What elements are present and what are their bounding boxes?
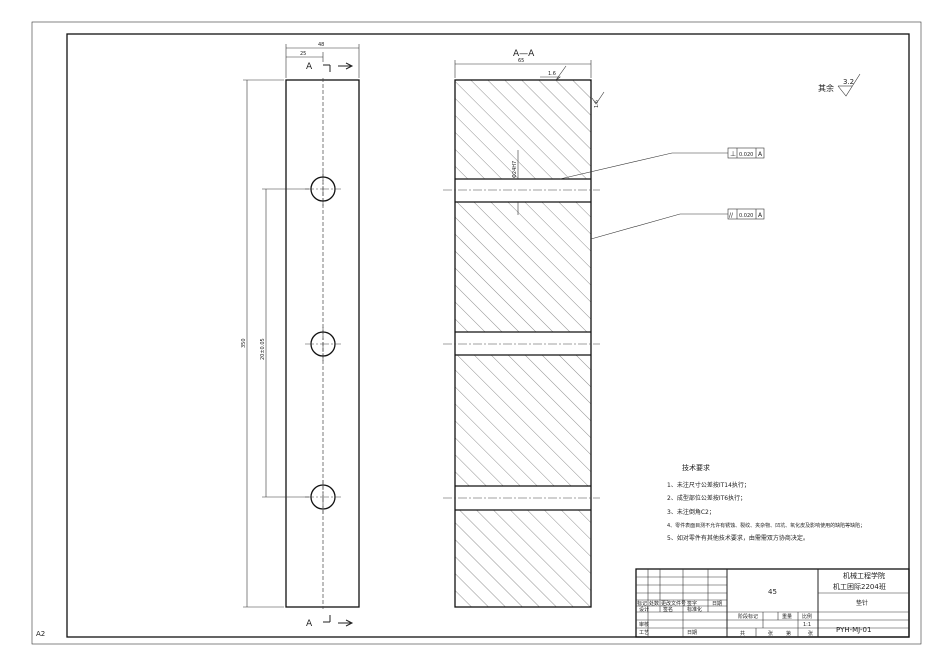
svg-text://: // [729, 212, 734, 219]
inner-frame [66, 33, 910, 638]
technical-requirements: 技术要求 1、未注尺寸公差按IT14执行； 2、成型部位公差按IT6执行； 3、… [667, 463, 865, 542]
side-roughness-symbol: 1.6 [591, 91, 605, 108]
svg-text:A: A [758, 212, 763, 219]
section-title: A—A [513, 49, 535, 59]
hatched-region-1 [455, 80, 591, 179]
tech-req-item: 5、如对零件有其他技术要求，由需需双方协商决定。 [667, 534, 809, 542]
general-roughness-note: 其余 3.2 [818, 73, 861, 97]
scale-value: 1:1 [803, 622, 811, 628]
approve-label: 日期 [687, 630, 697, 636]
svg-text:⊥: ⊥ [730, 150, 736, 158]
svg-text:65: 65 [518, 58, 524, 64]
svg-text:A: A [758, 151, 763, 158]
svg-text:0.020: 0.020 [739, 152, 753, 158]
reviewer-label: 审核 [639, 621, 649, 628]
stage-label: 阶段标记 [738, 613, 758, 620]
sheet-unit-label-2: 张 [808, 630, 813, 637]
front-view: 48 25 A A 350 [241, 42, 360, 629]
tech-req-item: 3、未注倒角C2； [667, 508, 715, 516]
section-view: A—A 65 1.6 1.6 [443, 49, 765, 608]
process-label: 工艺 [639, 630, 649, 636]
height-dimension: 350 [241, 79, 284, 608]
design-label: 设计 [639, 606, 649, 613]
col-header: 更改文件号 [661, 600, 686, 607]
standard-label: 标准化 [687, 606, 702, 613]
school-name: 机械工程学院 [843, 571, 885, 580]
weight-label: 重量 [782, 613, 792, 620]
scale-label: 比例 [802, 613, 812, 620]
svg-text:A: A [306, 619, 313, 629]
tech-req-item: 4、零件表面目测不允许有锈蚀、裂纹、夹杂物、凹坑、氧化皮及影响使用的缺陷等缺陷； [667, 522, 865, 529]
sheet-size-label: A2 [36, 630, 45, 638]
svg-text:其余: 其余 [818, 83, 834, 93]
offset-dimension: 25 [286, 51, 324, 62]
svg-text:Φ24H7: Φ24H7 [512, 161, 518, 178]
tech-req-title: 技术要求 [682, 463, 710, 472]
hole-2 [305, 327, 341, 361]
front-view-outline [285, 79, 360, 608]
hole-3 [305, 480, 341, 514]
section-width-dimension: 65 [454, 58, 592, 78]
hatched-region-4 [455, 510, 591, 607]
svg-text:3.2: 3.2 [843, 78, 854, 86]
hole-dimension: Φ24H7 [512, 150, 519, 215]
section-mark-bottom: A [306, 615, 354, 629]
sheet-no-label: 第 [786, 630, 791, 637]
col-header: 签字 [687, 600, 697, 607]
col-header: 标记 [637, 600, 647, 607]
outer-frame [31, 21, 922, 645]
svg-text:48: 48 [318, 42, 324, 48]
parallelism-frame: // 0.020 A [727, 208, 765, 220]
width-dimension: 48 [285, 42, 360, 78]
perpendicularity-frame: ⊥ 0.020 A [727, 147, 765, 159]
section-outline [454, 79, 592, 608]
svg-text:350: 350 [241, 338, 247, 348]
hole-pitch-dimension: 20±0.05 [260, 188, 309, 498]
svg-text:0.020: 0.020 [739, 213, 753, 219]
tech-req-item: 2、成型部位公差按IT6执行； [667, 494, 746, 502]
drawing-number: PYH-MJ-01 [836, 626, 871, 634]
svg-text:A: A [306, 62, 313, 72]
class-name: 机工困际2204班 [833, 582, 886, 591]
sheet-unit-label: 张 [768, 630, 773, 637]
signed-label: 签名 [663, 606, 673, 613]
svg-text:20±0.05: 20±0.05 [260, 338, 266, 360]
title-block: 标记 处数 更改文件号 签字 日期 设计 签名 标准化 审核 工艺 日期 45 … [635, 568, 910, 638]
top-roughness-symbol: 1.6 [540, 65, 567, 81]
parallel-leader [590, 213, 728, 240]
svg-text:1.6: 1.6 [548, 71, 556, 77]
part-name: 垫针 [856, 599, 868, 607]
sheet-total-label: 共 [740, 630, 745, 637]
col-header: 日期 [712, 601, 722, 607]
perp-leader [559, 152, 728, 180]
hole-1 [305, 172, 341, 206]
svg-text:25: 25 [300, 51, 306, 57]
hatched-region-3 [455, 355, 591, 486]
section-mark-top: A [306, 62, 354, 72]
material-text: 45 [768, 588, 777, 596]
svg-text:1.6: 1.6 [594, 100, 600, 108]
hatched-region-2 [455, 202, 591, 332]
col-header: 处数 [649, 600, 659, 607]
tech-req-item: 1、未注尺寸公差按IT14执行； [667, 481, 750, 489]
